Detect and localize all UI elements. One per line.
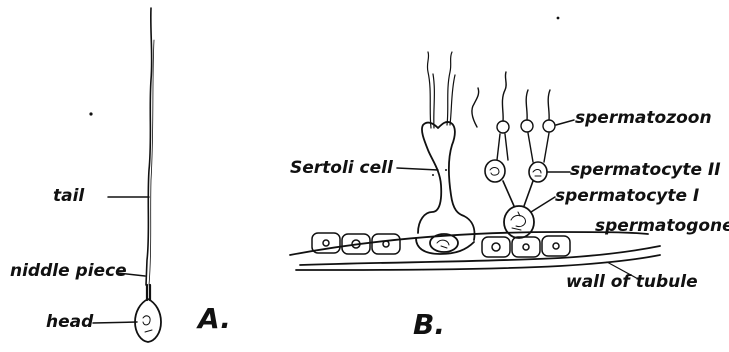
leader-sertoli (397, 168, 438, 170)
sperm-head (135, 299, 161, 342)
label-spermatocyte-i: spermatocyte I (555, 188, 699, 205)
sperm-a (89, 8, 161, 342)
sperm-middle-piece (147, 285, 150, 300)
label-wall-of-tubule: wall of tubule (566, 274, 698, 291)
stray-dot (89, 112, 92, 115)
label-spermatocyte-ii: spermatocyte II (570, 162, 721, 179)
spermatocyte-ii (485, 160, 547, 206)
label-spermatozoon: spermatozoon (575, 110, 712, 127)
sperm-head-detail (143, 316, 152, 332)
sertoli-cell (416, 52, 475, 254)
label-middle-piece: niddle piece (10, 263, 127, 280)
leader-spermatocyte-i (531, 197, 555, 212)
label-sertoli-cell: Sertoli cell (290, 160, 393, 177)
spermatozoa (472, 17, 560, 162)
panel-letter-a: A. (198, 305, 231, 333)
label-head: head (46, 314, 93, 331)
label-spermatogone: spermatogone (595, 218, 729, 235)
leader-spermatozoon (556, 120, 574, 125)
leader-head (93, 322, 137, 323)
label-tail: tail (53, 188, 84, 205)
panel-letter-b: B. (413, 311, 445, 339)
